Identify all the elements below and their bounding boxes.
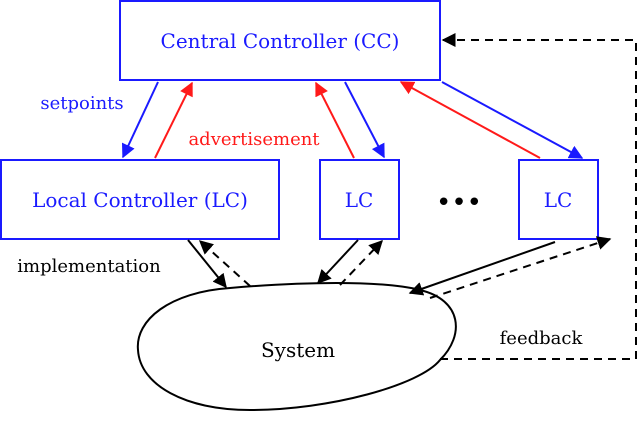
lc-label-2: LC bbox=[345, 188, 374, 212]
measurement-arrow-lc1 bbox=[198, 240, 251, 287]
local-controller-box bbox=[0, 159, 280, 240]
implementation-arrow-lc1 bbox=[187, 239, 227, 289]
setpoints-label: setpoints bbox=[40, 93, 123, 114]
lc-box-2 bbox=[319, 159, 400, 240]
ellipsis-dots: ••• bbox=[436, 188, 482, 218]
implementation-arrow-lc2 bbox=[317, 239, 359, 285]
advertisement-arrow-lc1 bbox=[154, 81, 193, 159]
measurement-arrow-lc2 bbox=[339, 239, 383, 286]
advertisement-arrow-lc3 bbox=[399, 81, 541, 159]
implementation-label: implementation bbox=[17, 256, 161, 277]
advertisement-label: advertisement bbox=[188, 129, 320, 150]
setpoints-arrow-lc2 bbox=[344, 81, 385, 159]
lc-label-3: LC bbox=[544, 188, 573, 212]
lc-box-3 bbox=[518, 159, 599, 240]
feedback-loop-arrow bbox=[440, 33, 637, 360]
central-controller-box bbox=[119, 0, 441, 81]
system-label: System bbox=[261, 338, 335, 362]
measurement-arrow-lc3 bbox=[429, 236, 612, 299]
local-controller-label: Local Controller (LC) bbox=[32, 188, 248, 212]
setpoints-arrow-lc3 bbox=[441, 81, 584, 159]
implementation-arrow-lc3 bbox=[408, 241, 556, 296]
feedback-label: feedback bbox=[500, 328, 584, 349]
advertisement-arrow-lc2 bbox=[315, 81, 355, 159]
central-controller-label: Central Controller (CC) bbox=[161, 29, 400, 53]
setpoints-arrow-lc1 bbox=[121, 81, 159, 159]
